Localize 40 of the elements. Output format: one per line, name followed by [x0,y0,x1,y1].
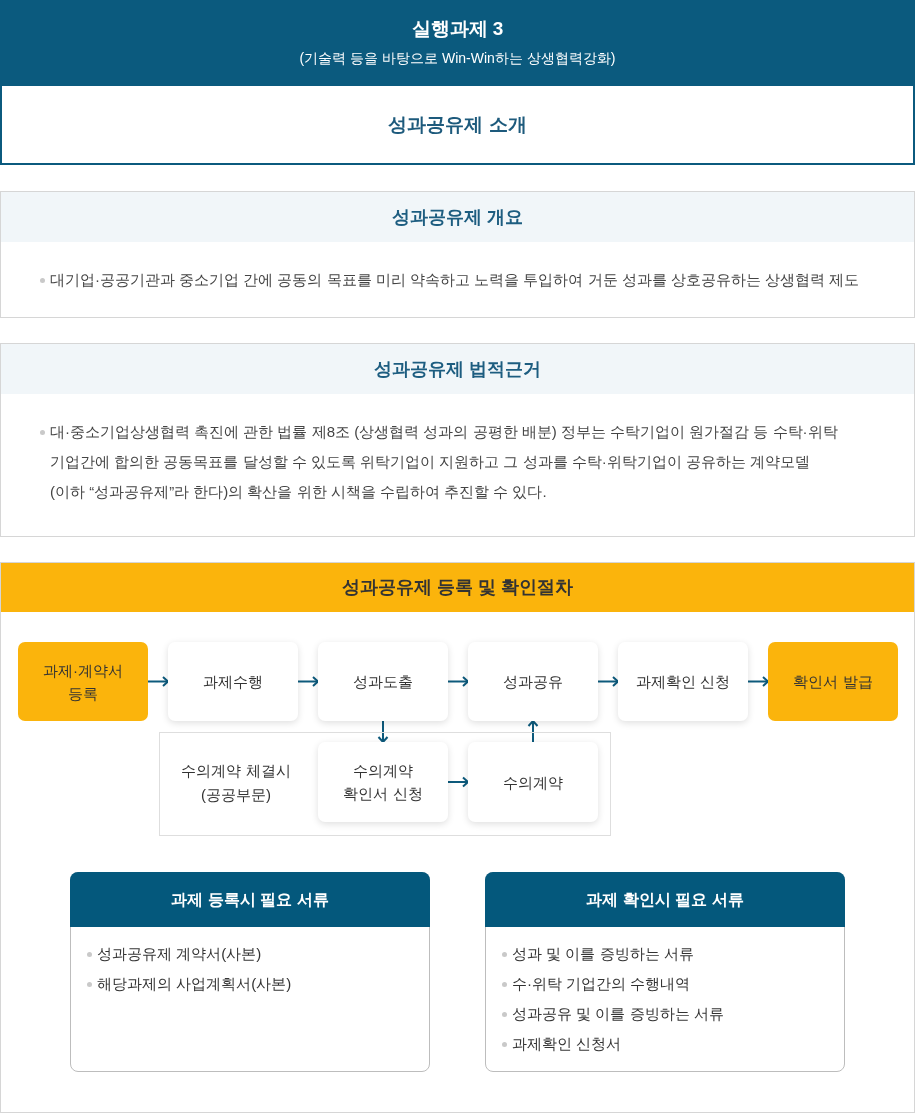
section-banner: 성과공유제 소개 [0,86,915,165]
arrow [447,676,469,687]
arrow [297,676,319,687]
list-item: 성과공유 및 이를 증빙하는 서류 [512,1004,724,1024]
group-label: 수의계약 체결시 (공공부문) [180,761,292,805]
arrow [747,676,769,687]
header-band [0,0,915,86]
process-box: 수의계약 [468,742,598,822]
page-subtitle: (기술력 등을 바탕으로 Win-Win하는 상생협력강화) [298,49,617,68]
arrow [147,676,169,687]
arrow [447,776,469,788]
process-box: 수의계약 확인서 신청 [318,742,448,822]
list-item: 성과 및 이를 증빙하는 서류 [512,944,694,964]
arrow [377,720,389,743]
panel-heading: 성과공유제 개요 [1,192,914,242]
list-item: 과제확인 신청서 [512,1034,622,1054]
process-box: 성과도출 [318,642,448,721]
list-item: 해당과제의 사업계획서(사본) [97,974,292,994]
page-title: 실행과제 3 [410,17,505,41]
process-box: 과제확인 신청 [618,642,748,721]
info-panel [0,191,915,318]
process-box: 과제·계약서 등록 [18,642,148,721]
document-card [485,872,845,1072]
body-text: 대·중소기업상생협력 촉진에 관한 법률 제8조 (상생협력 성과의 공평한 배분) 정부는 수탁기업이 원가절감 등 수탁·위탁 기업간에 합의한 공동목표를 달성할 수 있도록 위탁기업이 지원하고 그 성과를 수탁·위탁기업이 공유하는 계약모델 (이하 “성과공유제”라 한다)의 확산을 위한 시책을 수립하여 추진할 수 있다. [50,422,839,502]
panel-heading: 성과공유제 법적근거 [1,344,914,394]
arrow [597,676,619,687]
panel-heading: 성과공유제 등록 및 확인절차 [1,563,914,612]
body-text: 대기업·공공기관과 중소기업 간에 공동의 목표를 미리 약속하고 노력을 투입하여 거둔 성과를 상호공유하는 상생협력 제도 [50,270,861,290]
process-box: 확인서 발급 [768,642,898,721]
info-panel [0,343,915,537]
card-header: 과제 등록시 필요 서류 [70,872,430,927]
group-box [159,732,611,836]
process-box: 성과공유 [468,642,598,721]
list-item: 성과공유제 계약서(사본) [97,944,262,964]
process-box: 과제수행 [168,642,298,721]
list-item: 수·위탁 기업간의 수행내역 [512,974,691,994]
card-header: 과제 확인시 필요 서류 [485,872,845,927]
procedure-panel [0,562,915,1113]
document-card [70,872,430,1072]
arrow [527,720,539,743]
